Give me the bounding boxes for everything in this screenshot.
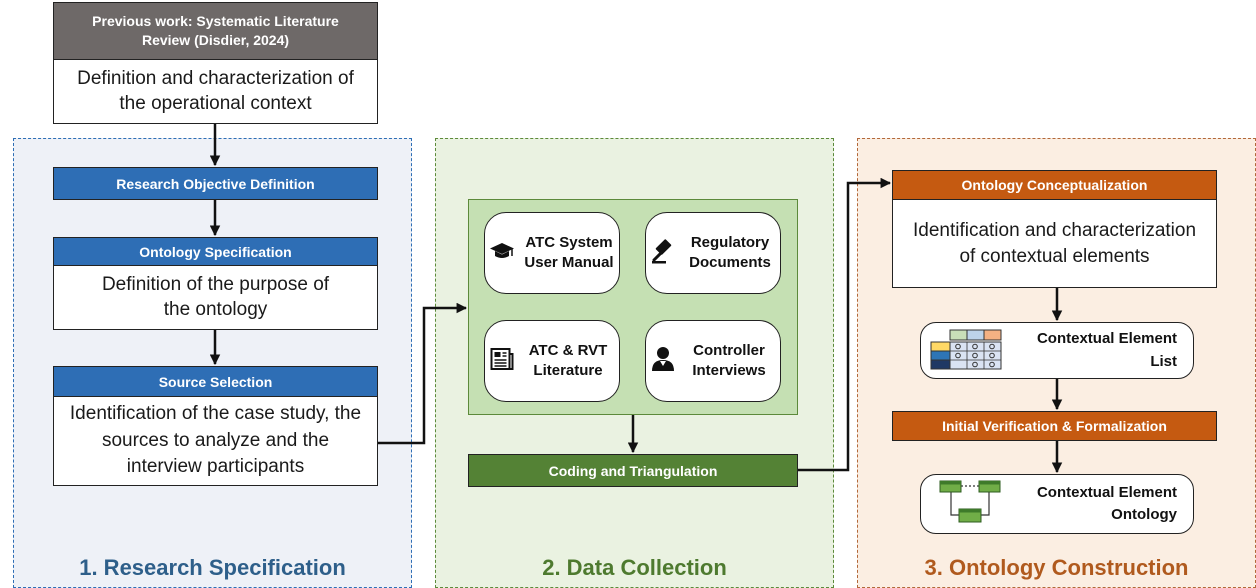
- ontology-construction-title: 3. Ontology Construction: [924, 555, 1189, 580]
- card-atc-system-user-manual: ATC System User Manual: [484, 212, 620, 294]
- person-icon: [651, 346, 675, 376]
- card-label: Controller Interviews: [692, 341, 766, 379]
- card-regulatory-documents: Regulatory Documents: [645, 212, 781, 294]
- table-icon: [930, 326, 1012, 376]
- newspaper-icon: [490, 347, 514, 375]
- research-specification-panel: 1. Research Specification: [13, 138, 412, 588]
- ontology-graph-icon: [939, 479, 1001, 529]
- card-controller-interviews: Controller Interviews: [645, 320, 781, 402]
- card-atc-rvt-literature: ATC & RVT Literature: [484, 320, 620, 402]
- ontology-conceptualization-header: Ontology Conceptualization: [892, 170, 1217, 200]
- ontology-specification-header: Ontology Specification: [53, 237, 378, 266]
- research-specification-title: 1. Research Specification: [79, 555, 346, 580]
- ontology-specification-body: Definition of the purpose of the ontolog…: [53, 266, 378, 330]
- coding-triangulation-box: Coding and Triangulation: [468, 454, 798, 487]
- card-label: ATC System User Manual: [524, 233, 614, 271]
- data-collection-title: 2. Data Collection: [542, 555, 727, 580]
- gavel-icon: [650, 238, 676, 268]
- contextual-element-list-box: Contextual Element List: [920, 322, 1194, 379]
- contextual-element-ontology-label: Contextual Element Ontology: [1036, 483, 1177, 524]
- contextual-element-ontology-box: Contextual Element Ontology: [920, 474, 1194, 534]
- card-label: Regulatory Documents: [689, 233, 771, 271]
- previous-work-header: Previous work: Systematic Literature Rev…: [53, 2, 378, 60]
- contextual-element-list-label: Contextual Element List: [1036, 330, 1177, 370]
- card-label: ATC & RVT Literature: [528, 341, 608, 379]
- graduation-cap-icon: [489, 240, 515, 266]
- initial-verification-box: Initial Verification & Formalization: [892, 411, 1217, 441]
- research-objective-box: Research Objective Definition: [53, 167, 378, 200]
- source-selection-body: Identification of the case study, the so…: [53, 397, 378, 486]
- source-selection-header: Source Selection: [53, 366, 378, 397]
- previous-work-body: Definition and characterization of the o…: [53, 60, 378, 124]
- ontology-conceptualization-body: Identification and characterization of c…: [892, 200, 1217, 288]
